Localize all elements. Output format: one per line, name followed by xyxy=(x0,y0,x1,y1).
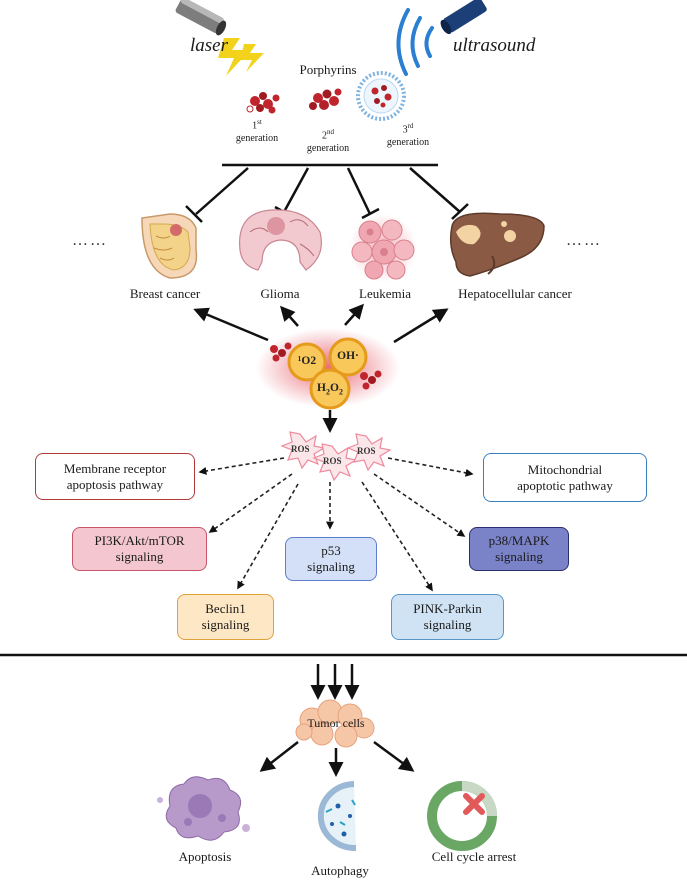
tumor-cells-icon xyxy=(295,699,375,748)
porphyrin-gen1-icon xyxy=(246,92,280,114)
pathway-membrane-receptor: Membrane receptor apoptosis pathway xyxy=(35,453,195,500)
leukemia-cells-icon xyxy=(349,214,417,282)
porphyrin-cluster-right xyxy=(360,370,382,390)
outcome-arrows xyxy=(259,740,415,777)
ros-to-pathway-arrows xyxy=(198,457,474,592)
laser-label: laser xyxy=(190,35,228,56)
brain-glioma-icon xyxy=(239,209,322,271)
inhibition-lines xyxy=(185,167,469,223)
apoptosis-cell-icon xyxy=(157,776,250,841)
ultrasound-label: ultrasound xyxy=(453,35,536,56)
glioma-label: Glioma xyxy=(260,286,300,301)
leukemia-label: Leukemia xyxy=(359,286,411,301)
pathway-beclin1: Beclin1 signaling xyxy=(177,594,274,640)
breast-tissue-icon xyxy=(141,213,198,279)
cell-cycle-arrest-label: Cell cycle arrest xyxy=(431,849,517,864)
pathway-p38-mapk: p38/MAPK signaling xyxy=(469,527,569,571)
ellipsis-left: …… xyxy=(72,232,108,249)
breast-cancer-label: Breast cancer xyxy=(129,286,201,301)
ros-label-1: ROS xyxy=(291,444,310,454)
ros-label-2: ROS xyxy=(323,456,342,466)
porphyrin-gen2-icon xyxy=(309,88,342,110)
porphyrins-title: Porphyrins xyxy=(299,62,357,77)
peroxide-bubble xyxy=(309,368,351,410)
porphyrin-gen3-liposome-icon xyxy=(356,71,406,121)
ellipsis-right: …… xyxy=(566,232,602,249)
hydroxyl-label: OH· xyxy=(337,350,359,362)
liver-icon xyxy=(449,212,545,277)
tumor-cells-label: Tumor cells xyxy=(307,716,365,730)
pathway-mitochondrial: Mitochondrial apoptotic pathway xyxy=(483,453,647,502)
ros-to-cancer-arrows xyxy=(193,303,449,344)
sound-waves-icon xyxy=(396,8,434,76)
cell-cycle-arrest-icon xyxy=(427,781,497,851)
singlet-oxygen-label: ¹O2 xyxy=(297,355,317,367)
hepatocellular-cancer-label: Hepatocellular cancer xyxy=(458,286,572,301)
singlet-oxygen-bubble xyxy=(287,342,327,382)
porphyrin-cluster-left xyxy=(270,342,292,362)
apoptosis-label: Apoptosis xyxy=(178,849,232,864)
laser-device-icon xyxy=(175,0,227,36)
pathway-pink-parkin: PINK-Parkin signaling xyxy=(391,594,504,640)
hydroxyl-bubble xyxy=(328,337,368,377)
ros-label-3: ROS xyxy=(357,446,376,456)
triple-down-arrows xyxy=(310,664,360,700)
lightning-icon xyxy=(218,38,264,76)
pathway-p53: p53 signaling xyxy=(285,537,377,581)
peroxide-label: H2O2 xyxy=(317,382,343,397)
autophagy-icon xyxy=(317,781,357,852)
autophagy-label: Autophagy xyxy=(311,863,369,878)
pathway-pi3k-akt-mtor: PI3K/Akt/mTOR signaling xyxy=(72,527,207,571)
ros-burst-icon xyxy=(280,431,392,482)
ultrasound-device-icon xyxy=(440,0,487,35)
